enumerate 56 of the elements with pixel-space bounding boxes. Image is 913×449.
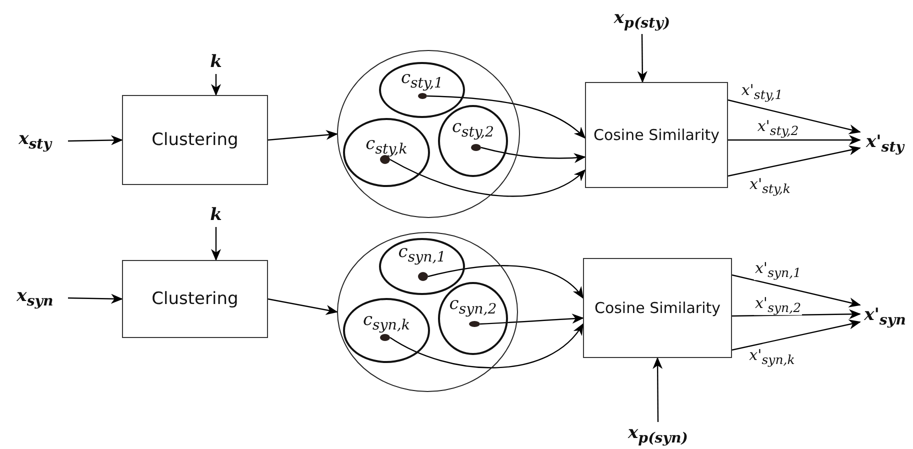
arrow bbox=[211, 227, 221, 261]
arrow bbox=[652, 357, 663, 422]
cluster-group-circle bbox=[337, 50, 520, 218]
centroid-dot bbox=[380, 155, 390, 164]
cluster-label: c$_{sty,2}$ bbox=[450, 117, 496, 140]
arrow bbox=[732, 274, 861, 308]
arrow bbox=[68, 294, 123, 304]
arrow bbox=[268, 298, 338, 315]
arrow bbox=[68, 135, 123, 146]
cluster-label: c$_{sty,k}$ bbox=[364, 134, 408, 158]
parameter-label: k bbox=[204, 50, 228, 74]
cluster-group-circle bbox=[337, 232, 518, 392]
centroid-dot bbox=[418, 272, 428, 281]
cluster-ellipse bbox=[379, 238, 465, 295]
edge-label: x'$_{syn,k}$ bbox=[748, 347, 796, 367]
curved-arrow bbox=[480, 146, 586, 163]
input-variable: x$_{sty}$ bbox=[2, 128, 68, 154]
process-box: Cosine Similarity bbox=[585, 82, 728, 188]
cluster-ellipse bbox=[343, 118, 430, 187]
arrow bbox=[728, 99, 861, 134]
parameter-label: k bbox=[204, 203, 228, 227]
arrow bbox=[732, 319, 861, 351]
input-variable: x$_{syn}$ bbox=[2, 285, 68, 311]
arrow bbox=[268, 130, 338, 141]
centroid-dot bbox=[469, 321, 480, 327]
arrow bbox=[732, 309, 861, 320]
cluster-ellipse bbox=[438, 282, 508, 355]
curved-arrow bbox=[390, 158, 586, 197]
centroid-dot bbox=[418, 93, 427, 99]
cluster-ellipse bbox=[379, 62, 465, 118]
input-variable: x$_{p(sty)}$ bbox=[596, 6, 688, 34]
cluster-label: c$_{sty,1}$ bbox=[400, 68, 444, 92]
cluster-ellipse bbox=[438, 105, 508, 177]
edge-label: x'$_{sty,2}$ bbox=[756, 118, 800, 138]
output-variable: x'$_{sty}$ bbox=[860, 130, 910, 158]
edge-label: x'$_{sty,k}$ bbox=[748, 176, 792, 196]
process-box: Clustering bbox=[122, 95, 268, 185]
process-box: Cosine Similarity bbox=[583, 258, 732, 358]
curved-arrow bbox=[480, 314, 584, 325]
curved-arrow bbox=[428, 265, 584, 299]
arrow bbox=[728, 145, 861, 177]
curved-arrow bbox=[390, 323, 584, 368]
arrow bbox=[637, 34, 648, 83]
process-box: Clustering bbox=[122, 260, 268, 338]
cluster-label: c$_{syn,k}$ bbox=[362, 310, 411, 334]
cluster-ellipse bbox=[343, 298, 430, 363]
centroid-dot bbox=[380, 334, 390, 341]
curved-arrow bbox=[426, 95, 586, 139]
cluster-label: c$_{syn,1}$ bbox=[397, 242, 447, 266]
centroid-dot bbox=[471, 144, 481, 151]
arrow bbox=[728, 135, 861, 145]
input-variable: x$_{p(syn)}$ bbox=[612, 422, 704, 448]
arrow bbox=[211, 74, 221, 96]
edge-label: x'$_{syn,2}$ bbox=[754, 295, 802, 315]
cluster-label: c$_{syn,2}$ bbox=[448, 294, 498, 318]
output-variable: x'$_{syn}$ bbox=[860, 303, 910, 331]
